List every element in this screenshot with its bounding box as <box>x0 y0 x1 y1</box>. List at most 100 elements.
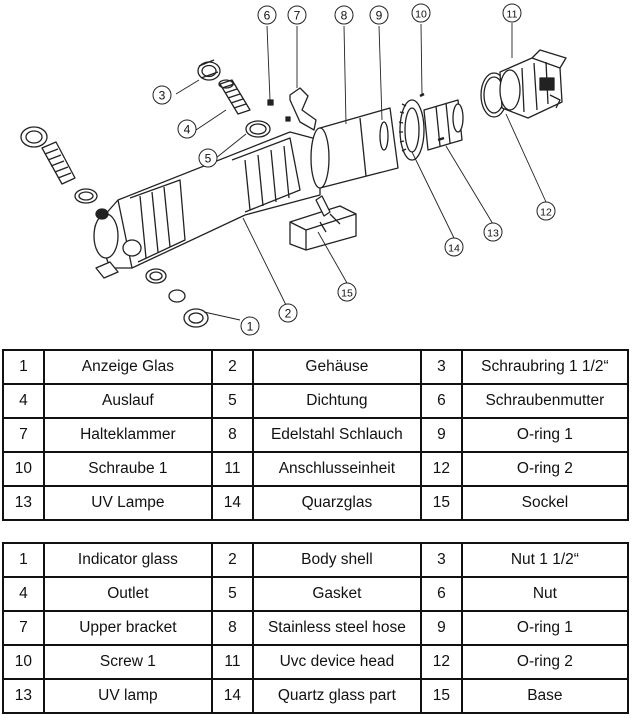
part-number-cell: 11 <box>211 644 254 680</box>
part-number-cell: 2 <box>211 542 254 578</box>
part-name-cell: Halteklammer <box>42 417 214 453</box>
part-name-cell: Dichtung <box>251 383 423 419</box>
part-number-cell: 15 <box>420 678 463 714</box>
svg-text:15: 15 <box>341 288 353 300</box>
part-number-cell: 1 <box>2 542 45 578</box>
part-number-cell: 6 <box>420 383 463 419</box>
part-name-cell: UV Lampe <box>42 485 214 521</box>
callout-1: 1 <box>240 316 260 336</box>
part-14-quartz-flange <box>398 99 425 161</box>
part-name-cell: Outlet <box>42 576 214 612</box>
part-4-outlet <box>218 79 251 115</box>
part-9-oring-1 <box>379 121 389 151</box>
svg-text:2: 2 <box>285 307 292 321</box>
callout-9: 9 <box>369 5 389 25</box>
svg-text:14: 14 <box>448 243 460 255</box>
part-name-cell: Screw 1 <box>42 644 214 680</box>
part-name-cell: Anschlusseinheit <box>251 451 423 487</box>
part-number-cell: 7 <box>2 610 45 646</box>
left-nut-and-outlet <box>20 126 98 204</box>
svg-text:7: 7 <box>294 9 301 23</box>
part-number-cell: 14 <box>211 678 254 714</box>
part-number-cell: 12 <box>420 451 463 487</box>
part-2-body-shell <box>93 131 321 279</box>
svg-text:4: 4 <box>184 123 191 137</box>
part-name-cell: Schraubring 1 1/2“ <box>460 349 630 385</box>
part-8-steel-tube <box>310 107 399 189</box>
callout-12: 12 <box>536 201 556 221</box>
part-name-cell: O-ring 1 <box>460 417 630 453</box>
leader-lines <box>175 23 547 321</box>
part-name-cell: Quarzglas <box>251 485 423 521</box>
part-number-cell: 8 <box>211 417 254 453</box>
svg-text:12: 12 <box>540 207 552 219</box>
part-number-cell: 15 <box>420 485 463 521</box>
exploded-view-diagram: 1 2 3 4 5 6 7 8 9 10 11 12 13 14 15 <box>20 3 567 336</box>
part-name-cell: Schraube 1 <box>42 451 214 487</box>
part-name-cell: UV lamp <box>42 678 214 714</box>
part-number-cell: 3 <box>420 542 463 578</box>
svg-text:1: 1 <box>247 320 254 334</box>
part-number-cell: 11 <box>211 451 254 487</box>
part-number-cell: 2 <box>211 349 254 385</box>
part-name-cell: Nut 1 1/2“ <box>460 542 630 578</box>
part-number-cell: 12 <box>420 644 463 680</box>
part-15-base <box>289 195 357 251</box>
part-number-cell: 10 <box>2 644 45 680</box>
callout-8: 8 <box>334 5 354 25</box>
callout-5: 5 <box>198 148 218 168</box>
part-number-cell: 8 <box>211 610 254 646</box>
part-name-cell: Stainless steel hose <box>251 610 423 646</box>
svg-text:9: 9 <box>376 9 383 23</box>
callout-13: 13 <box>483 222 503 242</box>
part-name-cell: Nut <box>460 576 630 612</box>
part-number-cell: 7 <box>2 417 45 453</box>
part-number-cell: 9 <box>420 417 463 453</box>
part-number-cell: 4 <box>2 576 45 612</box>
part-number-cell: 10 <box>2 451 45 487</box>
part-number-cell: 13 <box>2 678 45 714</box>
callout-14: 14 <box>444 237 464 257</box>
part-name-cell: Uvc device head <box>251 644 423 680</box>
part-name-cell: Auslauf <box>42 383 214 419</box>
svg-text:13: 13 <box>487 228 499 240</box>
part-11-device-head <box>499 49 567 119</box>
callout-4: 4 <box>177 119 197 139</box>
callout-2: 2 <box>278 303 298 323</box>
part-1-indicator-glass <box>145 268 209 328</box>
svg-text:10: 10 <box>415 9 427 21</box>
part-name-cell: Anzeige Glas <box>42 349 214 385</box>
callout-7: 7 <box>287 5 307 25</box>
part-name-cell: Indicator glass <box>42 542 214 578</box>
part-name-cell: Quartz glass part <box>251 678 423 714</box>
part-name-cell: O-ring 2 <box>460 644 630 680</box>
part-number-cell: 1 <box>2 349 45 385</box>
part-number-cell: 4 <box>2 383 45 419</box>
svg-text:3: 3 <box>159 89 166 103</box>
part-name-cell: Schraubenmutter <box>460 383 630 419</box>
part-3-nut <box>197 59 221 81</box>
part-name-cell: Base <box>460 678 630 714</box>
part-number-cell: 3 <box>420 349 463 385</box>
part-name-cell: Gasket <box>251 576 423 612</box>
svg-text:6: 6 <box>264 9 271 23</box>
part-name-cell: Upper bracket <box>42 610 214 646</box>
callout-11: 11 <box>502 3 522 23</box>
part-7-upper-bracket <box>289 87 317 131</box>
part-name-cell: Body shell <box>251 542 423 578</box>
part-number-cell: 13 <box>2 485 45 521</box>
part-number-cell: 14 <box>211 485 254 521</box>
callout-10: 10 <box>411 3 431 23</box>
callout-6: 6 <box>257 5 277 25</box>
part-number-cell: 6 <box>420 576 463 612</box>
